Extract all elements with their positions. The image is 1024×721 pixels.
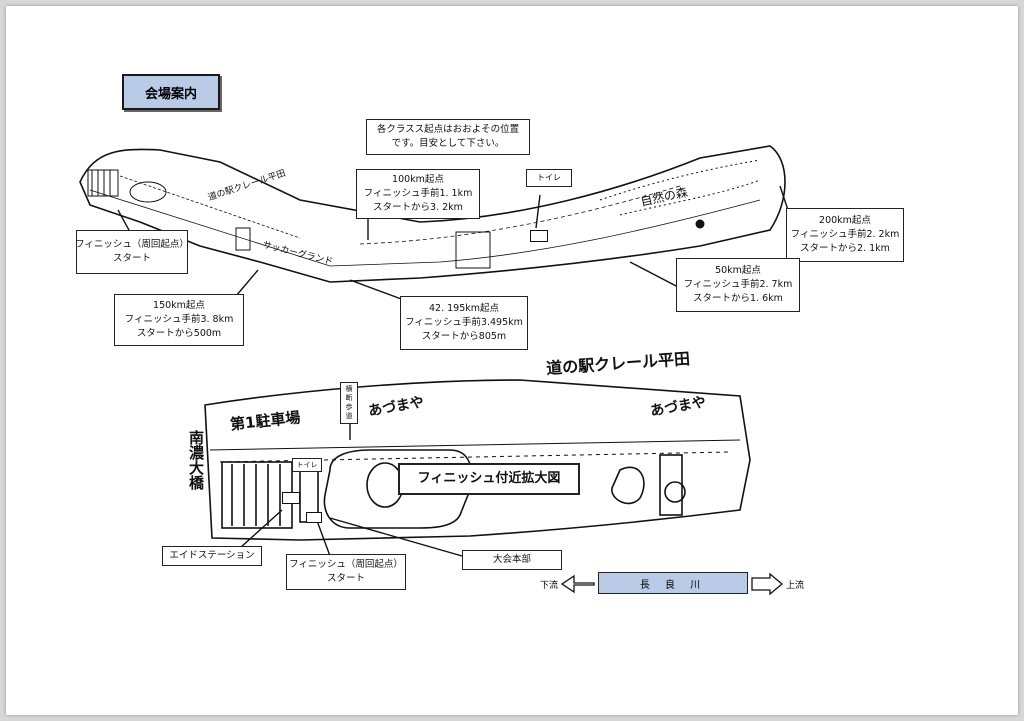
callout-toilet-bottom: トイレ	[292, 458, 322, 472]
callout-200km-line3: スタートから2. 1km	[800, 243, 890, 254]
river-arrows	[560, 572, 784, 596]
callout-toilet-top: トイレ	[526, 169, 572, 187]
callout-aid-station: エイドステーション	[162, 546, 262, 566]
aid-marker	[282, 492, 300, 504]
finish-marker-bottom	[306, 512, 322, 523]
callout-100km-title: 100km起点	[392, 174, 444, 185]
top-map-patches	[87, 159, 761, 269]
callout-marathon-line2: フィニッシュ手前3.495km	[405, 317, 523, 328]
callout-200km-line2: フィニッシュ手前2. 2km	[790, 229, 900, 240]
callout-finish-top: フィニッシュ（周回起点） スタート	[75, 230, 189, 274]
callout-200km-title: 200km起点	[819, 215, 871, 226]
note-line-2: です。目安として下さい。	[391, 138, 505, 149]
zoom-title: フィニッシュ付近拡大図	[398, 463, 580, 495]
callout-finish-bottom: フィニッシュ（周回起点） スタート	[286, 554, 406, 590]
callout-marathon: 42. 195km起点 フィニッシュ手前3.495km スタートから805m	[400, 296, 528, 350]
callout-finish-top-line1: フィニッシュ（周回起点）	[75, 239, 189, 250]
note-line-1: 各クラスス起点はおおよその位置	[376, 124, 520, 135]
callout-50km: 50km起点 フィニッシュ手前2. 7km スタートから1. 6km	[676, 258, 800, 312]
crosswalk-char-1: 横	[345, 385, 353, 393]
callout-finish-top-line2: スタート	[112, 253, 151, 264]
callout-finish-bottom-line1: フィニッシュ（周回起点）	[289, 559, 403, 570]
callout-150km-title: 150km起点	[153, 300, 205, 311]
callout-200km: 200km起点 フィニッシュ手前2. 2km スタートから2. 1km	[786, 208, 904, 262]
callout-150km-line2: フィニッシュ手前3. 8km	[124, 314, 234, 325]
callout-marathon-line3: スタートから805m	[421, 331, 507, 342]
callout-100km-line2: フィニッシュ手前1. 1km	[363, 188, 473, 199]
callout-100km: 100km起点 フィニッシュ手前1. 1km スタートから3. 2km	[356, 169, 480, 219]
river-downstream: 下流	[540, 581, 559, 591]
callout-50km-title: 50km起点	[715, 265, 761, 276]
callout-crosswalk: 横 断 歩 道	[340, 382, 358, 424]
callout-marathon-title: 42. 195km起点	[428, 303, 500, 314]
river-name: 長 良 川	[598, 572, 748, 594]
crosswalk-char-3: 歩	[345, 403, 353, 411]
toilet-marker-top	[530, 230, 548, 242]
callout-50km-line3: スタートから1. 6km	[693, 293, 783, 304]
top-arrows	[117, 185, 789, 301]
bottom-map	[204, 379, 751, 541]
callout-headquarters: 大会本部	[462, 550, 562, 570]
callout-150km: 150km起点 フィニッシュ手前3. 8km スタートから500m	[114, 294, 244, 346]
callout-finish-bottom-line2: スタート	[326, 573, 365, 584]
callout-50km-line2: フィニッシュ手前2. 7km	[683, 279, 793, 290]
top-map	[79, 145, 786, 283]
river-upstream: 上流	[786, 581, 805, 591]
crosswalk-char-2: 断	[345, 394, 353, 402]
crosswalk-char-4: 道	[345, 412, 353, 420]
callout-150km-line3: スタートから500m	[136, 328, 222, 339]
note-box: 各クラスス起点はおおよその位置 です。目安として下さい。	[366, 119, 530, 155]
label-bridge: 南濃大橋	[187, 430, 205, 490]
callout-100km-line3: スタートから3. 2km	[373, 202, 463, 213]
page-title: 会場案内	[122, 74, 220, 110]
